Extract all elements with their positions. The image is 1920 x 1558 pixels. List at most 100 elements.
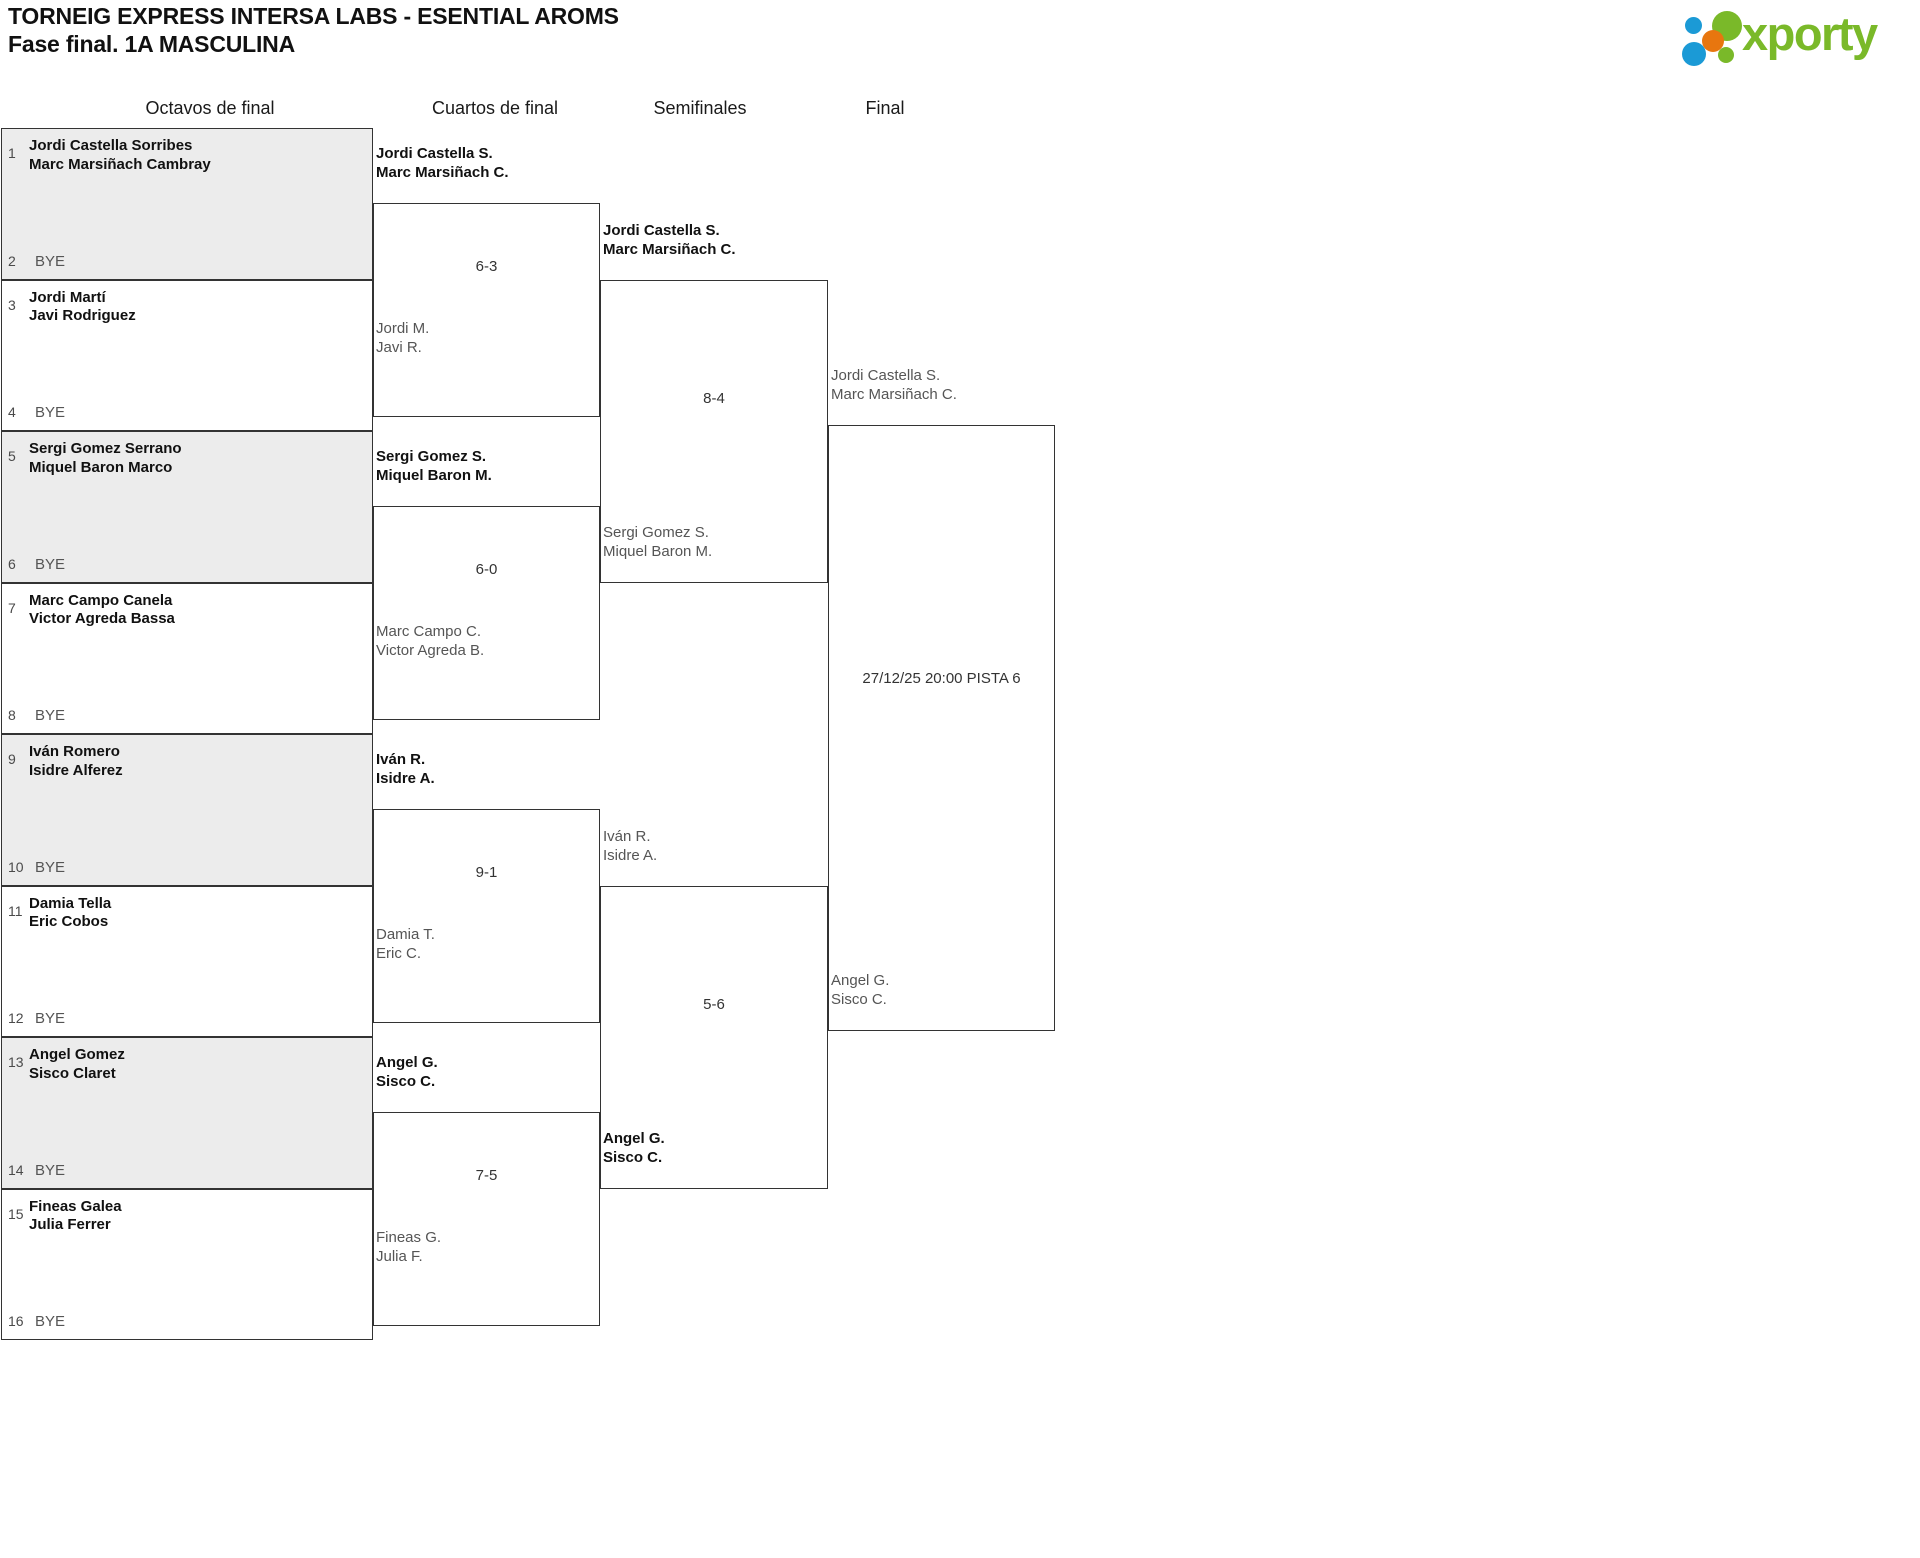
seed-number-bottom-3: 6 [8,555,16,572]
cuartos-1-bottom-team-line-1: Jordi M. [376,320,430,337]
cuartos-match-2[interactable] [373,506,600,720]
cuartos-match-1[interactable] [373,203,600,417]
seed-bye-5: BYE [35,858,66,876]
semifinal-2-bottom-team: Angel G.Sisco C. [603,1130,665,1167]
seed-number-top-1: 1 [8,145,16,161]
cuartos-1-bottom-team-line-2: Javi R. [376,338,422,356]
seed-bye-3: BYE [35,555,66,573]
seed-number-bottom-4: 8 [8,707,16,723]
semifinal-1-top-team-line-2: Marc Marsiñach C. [603,240,736,258]
logo-dot-blue-large [1682,42,1706,66]
cuartos-3-top-team: Iván R.Isidre A. [376,751,435,788]
final-bottom-team: Angel G.Sisco C. [831,972,889,1009]
seed-number-top-8: 15 [8,1205,24,1222]
seed-number-bottom-7: 14 [8,1161,24,1178]
cuartos-3-bottom-team: Damia T.Eric C. [376,926,435,963]
seed-number-top-4: 7 [8,599,16,616]
cuartos-2-top-team: Sergi Gomez S.Miquel Baron M. [376,448,492,485]
semifinal-1-top-team-line-1: Jordi Castella S. [603,222,720,239]
cuartos-1-top-team: Jordi Castella S.Marc Marsiñach C. [376,145,509,182]
semifinal-1-bottom-team-line-1: Sergi Gomez S. [603,524,709,541]
seed-player-1-2: Marc Marsiñach Cambray [29,155,211,173]
cuartos-2-bottom-team-line-1: Marc Campo C. [376,623,482,640]
logo-dot-green-small [1718,47,1734,63]
seed-player-7-2: Sisco Claret [29,1064,116,1082]
seed-player-8-1: Fineas Galea [29,1197,122,1215]
seed-number-top-2: 3 [8,296,16,313]
cuartos-1-top-team-line-2: Marc Marsiñach C. [376,163,509,181]
seed-player-5-1: Iván Romero [29,743,120,760]
semifinal-2-top-team-line-2: Isidre A. [603,846,658,864]
cuartos-score-2: 6-0 [475,561,498,578]
seed-player-4-2: Victor Agreda Bassa [29,610,175,627]
semifinal-2-top-team-line-1: Iván R. [603,828,651,845]
cuartos-2-top-team-line-1: Sergi Gomez S. [376,448,487,465]
semifinal-score-2: 5-6 [703,996,725,1013]
cuartos-4-bottom-team: Fineas G.Julia F. [376,1229,441,1266]
final-bottom-team-line-2: Sisco C. [831,990,887,1008]
round-header-final: Final [865,98,905,118]
seed-player-1-1: Jordi Castella Sorribes [29,137,193,154]
cuartos-3-top-team-line-2: Isidre A. [376,769,435,787]
cuartos-2-top-team-line-2: Miquel Baron M. [376,466,492,484]
seed-player-5-2: Isidre Alferez [29,761,123,779]
semifinal-1-bottom-team-line-2: Miquel Baron M. [603,542,713,560]
final-match[interactable] [828,425,1055,1031]
seed-bye-2: BYE [35,404,66,421]
cuartos-score-3: 9-1 [475,864,498,881]
seed-player-3-1: Sergi Gomez Serrano [29,440,182,457]
cuartos-match-4[interactable] [373,1112,600,1326]
xporty-logo[interactable]: xporty [1680,5,1910,66]
semifinal-match-2[interactable] [600,886,828,1189]
seed-player-8-2: Julia Ferrer [29,1216,111,1233]
final-bottom-team-line-1: Angel G. [831,972,890,989]
logo-dot-blue-small [1685,17,1702,34]
final-top-team: Jordi Castella S.Marc Marsiñach C. [831,367,957,404]
seed-bye-8: BYE [35,1313,66,1330]
cuartos-match-3[interactable] [373,809,600,1023]
seed-player-6-1: Damia Tella [29,894,112,912]
seed-number-top-7: 13 [8,1054,24,1070]
semifinal-1-top-team: Jordi Castella S.Marc Marsiñach C. [603,222,736,259]
cuartos-1-top-team-line-1: Jordi Castella S. [376,145,493,162]
cuartos-2-bottom-team: Marc Campo C.Victor Agreda B. [376,623,484,660]
seed-player-4-1: Marc Campo Canela [29,591,173,609]
semifinal-score-1: 8-4 [703,390,725,407]
round-header-semifinales: Semifinales [653,98,747,118]
seed-number-bottom-8: 16 [8,1313,24,1329]
page-header: TORNEIG EXPRESS INTERSA LABS - ESENTIAL … [0,0,1920,70]
logo-dot-orange [1702,30,1724,52]
seed-player-6-2: Eric Cobos [29,913,109,930]
cuartos-4-bottom-team-line-1: Fineas G. [376,1229,442,1246]
seed-player-3-2: Miquel Baron Marco [29,458,173,476]
final-top-team-line-2: Marc Marsiñach C. [831,385,957,403]
title-block: TORNEIG EXPRESS INTERSA LABS - ESENTIAL … [8,2,619,58]
round-header-octavos: Octavos de final [145,98,275,118]
round-header-cuartos: Cuartos de final [431,98,559,118]
seed-number-bottom-2: 4 [8,404,16,420]
seed-number-bottom-1: 2 [8,252,16,269]
final-schedule-text: 27/12/25 20:00 PISTA 6 [862,670,1021,687]
tournament-subtitle: Fase final. 1A MASCULINA [8,31,296,57]
seed-number-top-3: 5 [8,448,16,464]
cuartos-score-1: 6-3 [475,258,498,275]
semifinal-match-1[interactable] [600,280,828,583]
cuartos-4-top-team: Angel G.Sisco C. [376,1054,438,1091]
logo-wordmark: xporty [1742,7,1878,60]
